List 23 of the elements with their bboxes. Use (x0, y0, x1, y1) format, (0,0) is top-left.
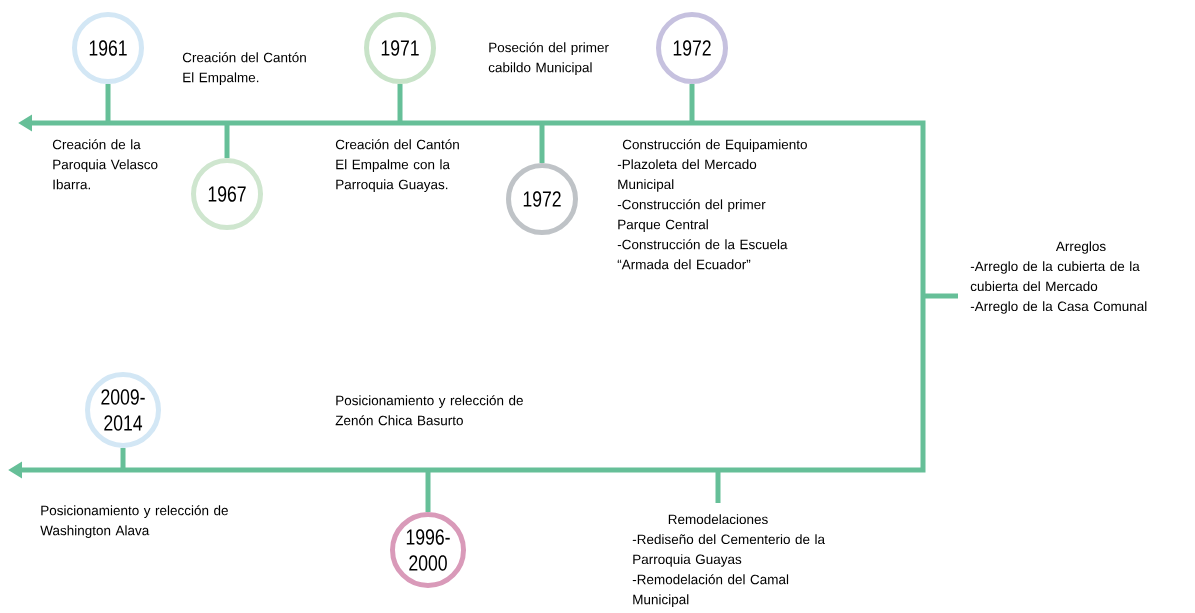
list-item: -Construcción del primer Parque Central (617, 199, 766, 232)
list-item: -Arreglo de la Casa Comunal (970, 301, 1147, 314)
description-text: Creación de la Paroquia Velasco Ibarra. (52, 139, 158, 190)
connector-stem (105, 84, 111, 123)
connector-stem (425, 470, 431, 512)
list-item: -Remodelación del Camal Municipal (632, 574, 789, 607)
list-item: -Construcción de la Escuela “Armada del Ecuador” (617, 239, 788, 270)
connector-stem (397, 84, 403, 123)
description-text: Posicionamiento y relección de Zenón Chica Basurto (335, 395, 523, 426)
description-text: Creación del Cantón El Empalme. (182, 52, 306, 85)
list-item: -Arreglo de la cubierta de la cubierta del Mercado (970, 261, 1140, 292)
connector-stem (120, 448, 126, 470)
connector-stem (539, 123, 545, 163)
description-text: Posicionamiento y relección de Washington Alava (40, 505, 228, 538)
section-heading: Construcción de Equipamiento (622, 139, 807, 152)
list-item: -Plazoleta del Mercado Municipal (617, 159, 757, 192)
connector-stem (689, 84, 695, 123)
description-text: Creación del Cantón El Empalme con la Parroquia Guayas. (335, 139, 459, 192)
connector-stem (224, 123, 230, 158)
list-item: -Rediseño del Cementerio de la Parroquia Guayas (632, 534, 825, 567)
description-text: Poseción del primer cabildo Municipal (488, 42, 609, 75)
section-heading: Remodelaciones (668, 514, 768, 525)
section-heading: Arreglos (1055, 241, 1106, 254)
